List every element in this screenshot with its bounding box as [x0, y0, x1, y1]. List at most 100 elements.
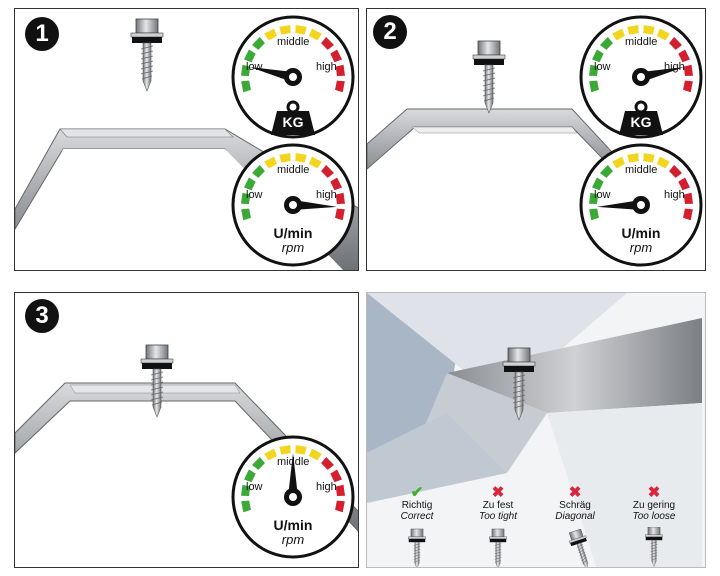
gauge-segment [335, 484, 345, 496]
gauge-segment [252, 164, 265, 178]
legend-label-en: Correct [400, 511, 434, 522]
gauge-label-middle: middle [277, 164, 310, 176]
gauge-label-high: high [664, 189, 685, 201]
step-number-badge: 3 [25, 299, 59, 333]
weight-icon-label: KG [630, 114, 652, 130]
legend-label-de: Zu gering [632, 500, 676, 511]
gauge-segment [264, 448, 277, 461]
weight-icon-label: KG [282, 114, 304, 130]
gauge-segment [321, 456, 334, 470]
step-3-panel: 3 middle low high U/min rpm [14, 292, 359, 568]
gauge-unit: U/min [621, 225, 661, 241]
gauge-needle [597, 200, 642, 210]
step-number-badge: 1 [25, 17, 59, 51]
screw-diagonal-icon [566, 528, 596, 567]
gauge-segment [244, 177, 256, 191]
legend-label-en: Too tight [479, 511, 517, 522]
gauge-label-middle: middle [625, 36, 658, 48]
gauge-label-low: low [246, 481, 263, 493]
gauge-segment [589, 192, 599, 204]
screw-icon [472, 40, 506, 114]
gauge-unit-alt: rpm [281, 240, 305, 255]
gauge-segment [321, 36, 334, 50]
gauge-segment [592, 49, 604, 63]
gauge-segment [589, 80, 599, 93]
screw-comparison-thumbnails [407, 527, 664, 567]
load-gauge: middle low high KG [579, 15, 703, 139]
gauge-needle [292, 200, 337, 210]
gauge-label-middle: middle [277, 36, 310, 48]
roof-closeup-illustration [367, 293, 705, 567]
weight-icon [619, 111, 663, 135]
gauge-label-high: high [664, 61, 685, 73]
legend-label-de: Richtig [401, 500, 433, 511]
comparison-panel: ✔ Richtig Correct ✖ Zu fest Too tight ✖ … [366, 292, 706, 568]
gauge-segment [244, 49, 256, 63]
gauge-segment [600, 36, 613, 50]
gauge-segment [241, 484, 251, 496]
gauge-segment [627, 25, 639, 35]
screw-icon [140, 344, 174, 418]
gauge-label-middle: middle [625, 164, 658, 176]
gauge-segment [683, 80, 693, 93]
speed-gauge: middle low high U/min rpm [231, 143, 355, 267]
gauge-segment [643, 153, 655, 163]
gauge-label-low: low [594, 189, 611, 201]
gauge-segment [241, 208, 251, 221]
gauge-label-low: low [246, 61, 263, 73]
gauge-segment [244, 469, 256, 483]
check-icon: ✔ [410, 484, 424, 501]
cross-icon: ✖ [647, 484, 661, 501]
gauge-needle [288, 453, 298, 497]
step-2-panel: 2 middle low high KG middle low high U/m… [366, 8, 706, 271]
gauge-segment [669, 164, 682, 178]
weight-icon [271, 111, 315, 135]
screw-correct-icon [407, 528, 427, 567]
gauge-segment [657, 28, 670, 41]
gauge-segment [683, 192, 693, 204]
gauge-segment [241, 500, 251, 513]
legend-label-en: Too loose [632, 511, 676, 522]
speed-gauge: middle low high U/min rpm [231, 435, 355, 559]
gauge-segment [252, 456, 265, 470]
gauge-segment [309, 448, 322, 461]
screw-too-loose-icon [644, 527, 664, 567]
gauge-segment [279, 153, 291, 163]
gauge-unit-alt: rpm [281, 532, 305, 547]
gauge-segment [252, 36, 265, 50]
gauge-segment [612, 156, 625, 169]
gauge-segment [335, 192, 345, 204]
gauge-segment [279, 25, 291, 35]
gauge-label-high: high [316, 189, 337, 201]
load-gauge: middle low high KG [231, 15, 355, 139]
gauge-segment [241, 192, 251, 204]
step-number-badge: 2 [373, 15, 407, 49]
gauge-needle [639, 67, 684, 82]
gauge-unit: U/min [273, 517, 313, 533]
gauge-segment [669, 36, 682, 50]
gauge-segment [330, 469, 342, 483]
screw-too-tight-icon [488, 528, 508, 567]
gauge-segment [335, 64, 345, 76]
gauge-segment [279, 445, 291, 455]
gauge-segment [657, 156, 670, 169]
gauge-segment [321, 164, 334, 178]
gauge-segment [241, 80, 251, 93]
gauge-segment [335, 500, 345, 513]
gauge-label-high: high [316, 481, 337, 493]
cross-icon: ✖ [491, 484, 505, 501]
gauge-segment [335, 80, 345, 93]
gauge-segment [241, 64, 251, 76]
gauge-segment [330, 177, 342, 191]
gauge-label-middle: middle [277, 456, 310, 468]
gauge-segment [589, 208, 599, 221]
legend-label-de: Zu fest [482, 500, 514, 511]
gauge-label-low: low [594, 61, 611, 73]
gauge-segment [264, 156, 277, 169]
gauge-segment [612, 28, 625, 41]
gauge-needle [250, 67, 295, 82]
step-1-panel: 1 middle low high KG middle low high U/m… [14, 8, 359, 271]
gauge-segment [592, 177, 604, 191]
gauge-segment [309, 156, 322, 169]
gauge-segment [295, 445, 307, 455]
